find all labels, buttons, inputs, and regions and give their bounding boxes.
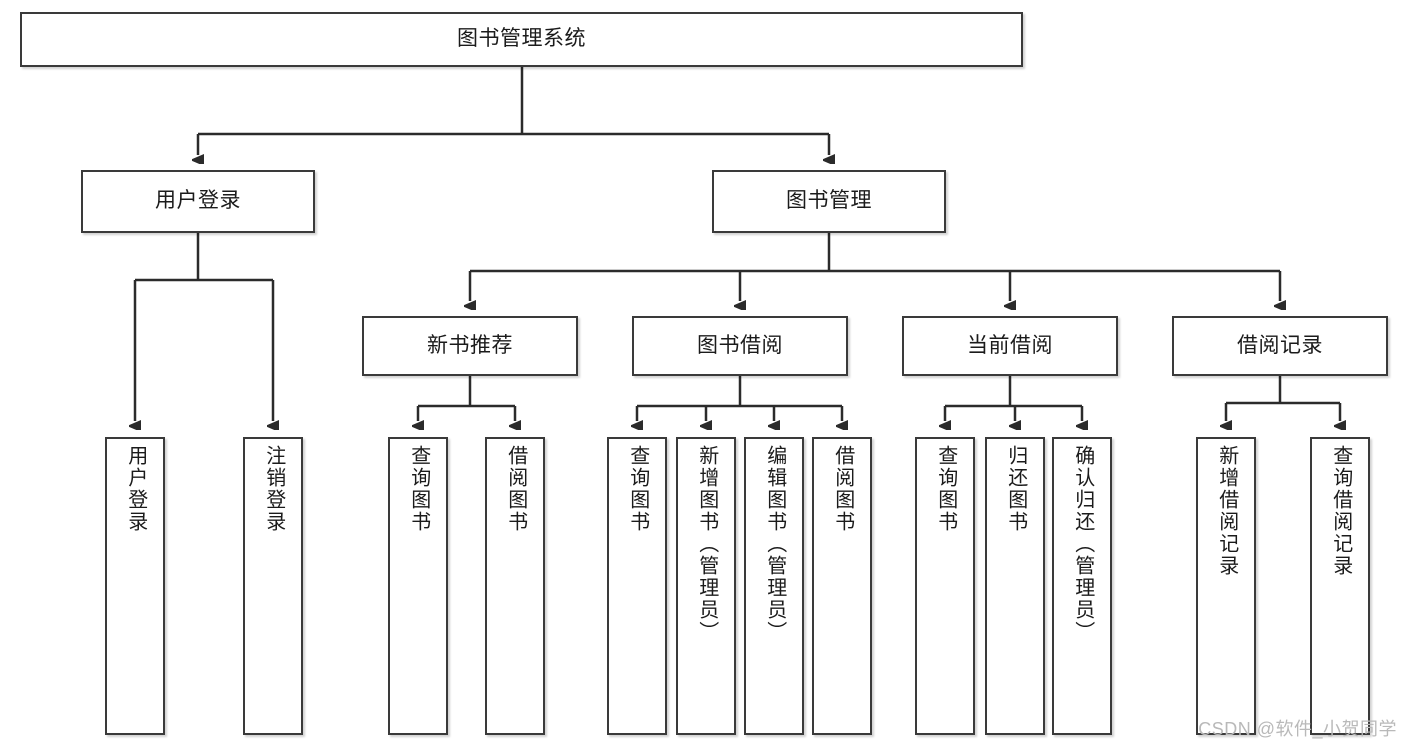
node-leaf-query-record[interactable]: 查询借阅记录 <box>1310 437 1370 735</box>
node-leaf-user-login[interactable]: 用户登录 <box>105 437 165 735</box>
node-leaf-confirm-return[interactable]: 确认归还（管理员） <box>1052 437 1112 735</box>
node-user-login[interactable]: 用户登录 <box>81 170 315 233</box>
node-borrow-record[interactable]: 借阅记录 <box>1172 316 1388 376</box>
node-current-borrow[interactable]: 当前借阅 <box>902 316 1118 376</box>
node-leaf-query-record-label: 查询借阅记录 <box>1329 445 1352 577</box>
node-leaf-add-book[interactable]: 新增图书（管理员） <box>676 437 736 735</box>
node-book-borrow-label: 图书借阅 <box>697 333 783 357</box>
node-leaf-return-book[interactable]: 归还图书 <box>985 437 1045 735</box>
node-leaf-user-logout-label: 注销登录 <box>262 445 285 533</box>
node-leaf-edit-book[interactable]: 编辑图书（管理员） <box>744 437 804 735</box>
node-leaf-user-login-label: 用户登录 <box>124 445 147 533</box>
node-leaf-edit-book-label: 编辑图书（管理员） <box>763 445 786 643</box>
node-root[interactable]: 图书管理系统 <box>20 12 1023 67</box>
node-book-manage-label: 图书管理 <box>786 189 872 213</box>
node-new-book-recommend-label: 新书推荐 <box>427 333 513 357</box>
watermark: CSDN @软件_小贺同学 <box>1198 719 1397 739</box>
node-book-manage[interactable]: 图书管理 <box>712 170 946 233</box>
node-leaf-query-book-1[interactable]: 查询图书 <box>388 437 448 735</box>
node-user-login-label: 用户登录 <box>155 189 241 213</box>
node-borrow-record-label: 借阅记录 <box>1237 333 1323 357</box>
node-leaf-query-book-3-label: 查询图书 <box>934 445 957 533</box>
node-leaf-borrow-book-2-label: 借阅图书 <box>831 445 854 533</box>
node-leaf-user-logout[interactable]: 注销登录 <box>243 437 303 735</box>
node-current-borrow-label: 当前借阅 <box>967 333 1053 357</box>
node-leaf-query-book-1-label: 查询图书 <box>407 445 430 533</box>
node-leaf-confirm-return-label: 确认归还（管理员） <box>1071 445 1094 643</box>
node-leaf-query-book-2-label: 查询图书 <box>626 445 649 533</box>
node-leaf-return-book-label: 归还图书 <box>1004 445 1027 533</box>
node-book-borrow[interactable]: 图书借阅 <box>632 316 848 376</box>
node-leaf-query-book-3[interactable]: 查询图书 <box>915 437 975 735</box>
node-leaf-borrow-book-1-label: 借阅图书 <box>504 445 527 533</box>
node-leaf-add-book-label: 新增图书（管理员） <box>695 445 718 643</box>
node-leaf-borrow-book-2[interactable]: 借阅图书 <box>812 437 872 735</box>
node-new-book-recommend[interactable]: 新书推荐 <box>362 316 578 376</box>
node-leaf-query-book-2[interactable]: 查询图书 <box>607 437 667 735</box>
node-leaf-borrow-book-1[interactable]: 借阅图书 <box>485 437 545 735</box>
node-leaf-add-record[interactable]: 新增借阅记录 <box>1196 437 1256 735</box>
node-root-label: 图书管理系统 <box>457 27 586 51</box>
node-leaf-add-record-label: 新增借阅记录 <box>1215 445 1238 577</box>
